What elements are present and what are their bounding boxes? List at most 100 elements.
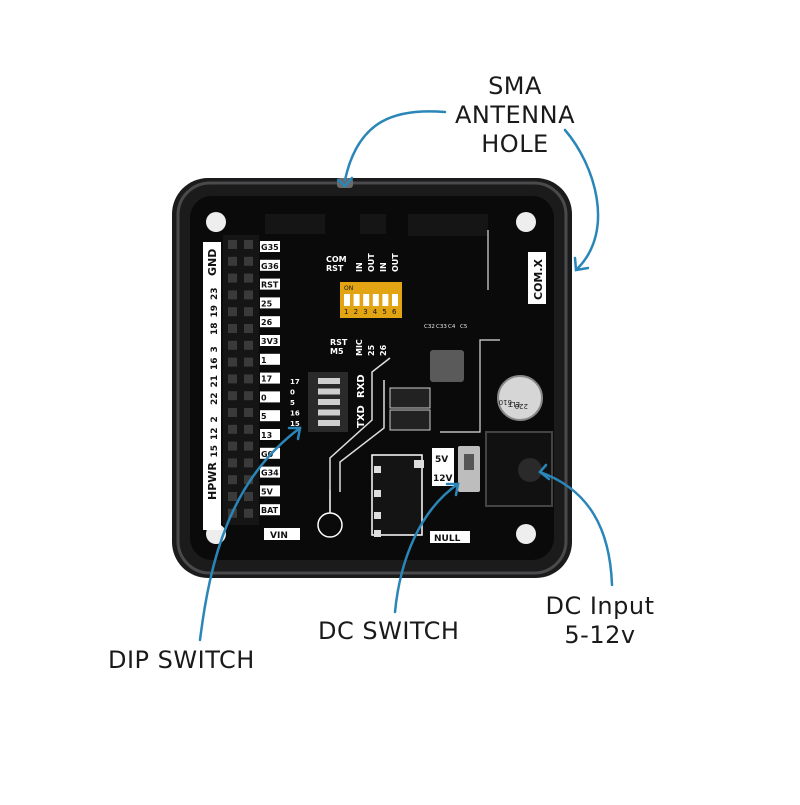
dip-header-label: OUT xyxy=(391,253,400,272)
dc-input-line-1: DC Input xyxy=(545,592,655,620)
header-pin xyxy=(228,290,237,300)
left-pin-number: 18 xyxy=(210,322,220,335)
voltage-label-box xyxy=(432,448,454,486)
gpio-label: BAT xyxy=(261,506,279,515)
txd-label: TXD xyxy=(356,405,367,428)
dip-levers xyxy=(344,294,398,306)
left-pin-number: 12 xyxy=(210,427,220,440)
dc-input-line-2: 5-12v xyxy=(564,621,636,649)
header-pin xyxy=(244,441,253,451)
header-pin xyxy=(244,273,253,283)
header-pin xyxy=(244,357,253,367)
header-pin xyxy=(244,391,253,401)
voltage-12v: 12V xyxy=(433,474,453,484)
gpio-label: 3V3 xyxy=(261,337,278,346)
gpio-label: 1 xyxy=(261,356,267,365)
top-header-mid xyxy=(360,214,386,234)
dip-number: 1 xyxy=(344,308,348,316)
null-label: NULL xyxy=(434,534,461,544)
dip-lever xyxy=(353,294,360,306)
small-dip-lever xyxy=(318,378,340,384)
dip-lever xyxy=(363,294,370,306)
inductor xyxy=(430,350,464,382)
dip-header-label: OUT xyxy=(367,253,376,272)
header-pin xyxy=(228,424,237,434)
cap-label: C32 xyxy=(424,324,435,330)
pin-label-strip xyxy=(203,242,221,530)
dc-jack-socket xyxy=(518,458,542,482)
enclosure-rim xyxy=(176,181,568,575)
vin-label: VIN xyxy=(270,531,288,541)
comx-label: COM.X xyxy=(532,258,545,300)
small-dip-pin: 0 xyxy=(290,389,295,397)
sma-antenna-hole-callout: SMA ANTENNA HOLE xyxy=(430,72,600,159)
header-pin xyxy=(244,290,253,300)
top-header-right xyxy=(408,214,488,236)
gpio-label: 0 xyxy=(261,393,267,402)
header-pin xyxy=(244,307,253,317)
dip-arrow xyxy=(198,426,302,642)
left-pin-number: 21 xyxy=(210,375,220,388)
dcsw-arrow xyxy=(393,482,460,614)
header-pin xyxy=(228,492,237,501)
dip-footer-label: 26 xyxy=(379,344,388,356)
hpwr-label: HPWR xyxy=(206,462,219,500)
header-pin xyxy=(244,408,253,417)
small-dip-lever xyxy=(318,409,340,416)
dip-number: 2 xyxy=(354,308,358,316)
left-pin-number: 19 xyxy=(210,305,220,318)
left-pin-number: 3 xyxy=(210,346,220,352)
dip-number: 4 xyxy=(373,308,378,316)
cap-label: C4 xyxy=(448,324,456,330)
header-pin xyxy=(228,475,237,485)
gpio-label: G0 xyxy=(261,450,274,459)
dip-footer-label: RST xyxy=(330,338,348,347)
dip-lever xyxy=(382,294,389,306)
sma-line-1: SMA xyxy=(488,72,542,100)
left-pin-number: 2 xyxy=(210,416,220,422)
dip-header-label: RST xyxy=(326,264,344,273)
header-pins xyxy=(228,240,253,518)
left-pin-number: 16 xyxy=(210,357,220,370)
gpio-label: G35 xyxy=(261,243,279,252)
dip-number: 6 xyxy=(392,308,397,316)
gpio-label: 25 xyxy=(261,299,273,308)
sma-line-3: HOLE xyxy=(481,130,549,158)
rxd-label: RXD xyxy=(356,374,367,398)
sma-arrow-right xyxy=(563,128,600,270)
header-pin xyxy=(228,324,237,333)
header-pin xyxy=(244,256,253,266)
header-pin xyxy=(244,324,253,333)
header-pin xyxy=(244,340,253,350)
dip-arrowhead xyxy=(287,426,302,441)
sma-arrowhead-right xyxy=(573,256,590,272)
gpio-label: G34 xyxy=(261,469,279,478)
top-header-left xyxy=(265,214,325,234)
dip-number: 3 xyxy=(363,308,367,316)
sma-arrow xyxy=(343,110,447,182)
gpio-label: G36 xyxy=(261,262,279,271)
cap-label: C33 xyxy=(436,324,447,330)
vin-label-box xyxy=(264,528,300,540)
dip-header-label: IN xyxy=(355,262,364,272)
header-pin xyxy=(244,492,253,501)
header-pin xyxy=(228,357,237,367)
header-pin xyxy=(244,508,253,518)
small-dip-pin: 17 xyxy=(290,378,300,386)
dcsw-arrowhead xyxy=(445,482,460,497)
small-dip-pin: 5 xyxy=(290,399,295,407)
small-dip-pin: 16 xyxy=(290,410,300,418)
connector-pads xyxy=(374,460,424,537)
small-dip-pin: 15 xyxy=(290,420,300,428)
header-pin xyxy=(228,256,237,266)
dip-footer-label: MIC xyxy=(355,339,364,356)
header-pin xyxy=(228,458,237,468)
dip-number: 5 xyxy=(382,308,386,316)
gnd-label: GND xyxy=(206,249,219,276)
header-pin xyxy=(244,374,253,384)
header-pin xyxy=(228,273,237,283)
header-pin xyxy=(244,240,253,249)
